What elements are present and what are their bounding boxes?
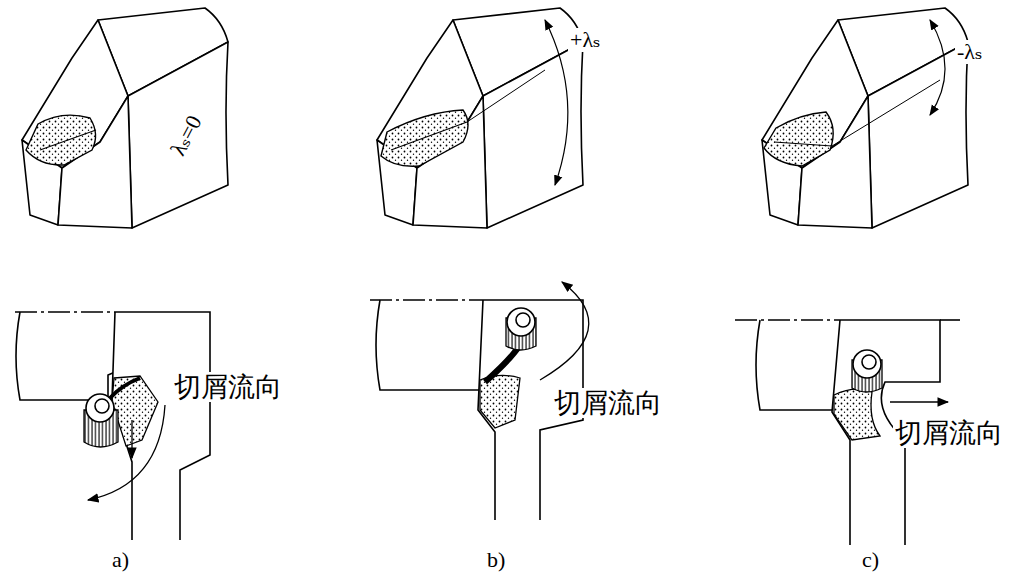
reference-line (467, 70, 545, 122)
tool-body (377, 8, 583, 228)
chip-curl (516, 313, 530, 327)
workpiece (376, 300, 485, 390)
chip-curl (862, 355, 876, 369)
center-line (370, 299, 483, 301)
chip-curl (95, 399, 109, 413)
chip-band (485, 345, 520, 382)
tool-positive-inclination (377, 8, 583, 228)
tool-body (22, 8, 228, 228)
angle-arc (930, 20, 945, 115)
flow-arrow (88, 405, 165, 500)
chip-curl (853, 350, 881, 378)
chip-flow-label: 切屑流向 (172, 372, 284, 402)
carbide-insert (480, 375, 520, 428)
flow-arrow (540, 282, 589, 380)
flow-arrow (131, 420, 132, 458)
angle-label: -λₛ (955, 40, 984, 64)
chip-curl (86, 394, 114, 422)
tool-body (762, 8, 968, 228)
subfigure-label: c) (862, 548, 879, 572)
tool-profile (112, 312, 210, 540)
carbide-insert (381, 110, 468, 166)
center-line (735, 319, 840, 321)
angle-label: +λₛ (568, 28, 603, 52)
angle-arc (545, 20, 568, 185)
chip-curl (507, 308, 535, 336)
center-line (940, 319, 960, 321)
cutting-edge (391, 122, 467, 150)
workpiece (16, 312, 115, 400)
subfigure-label: a) (112, 548, 129, 572)
cutting-edge (774, 142, 832, 146)
subfigure-label: b) (487, 548, 505, 572)
chip-flow-label: 切屑流向 (552, 388, 664, 418)
carbide-insert (764, 112, 833, 166)
tool-negative-inclination (762, 8, 968, 228)
carbide-insert (112, 376, 158, 446)
chip-flow-label: 切屑流向 (893, 418, 1005, 448)
chip-flow-view-a (15, 312, 210, 540)
carbide-insert (26, 115, 96, 165)
carbide-insert (834, 389, 880, 440)
workpiece (756, 320, 835, 410)
center-line (15, 311, 115, 313)
cutting-edge (40, 130, 96, 150)
tool-zero-inclination (22, 8, 228, 228)
chip-root (110, 378, 140, 398)
reference-line (832, 80, 940, 146)
flow-arrow (890, 401, 948, 402)
